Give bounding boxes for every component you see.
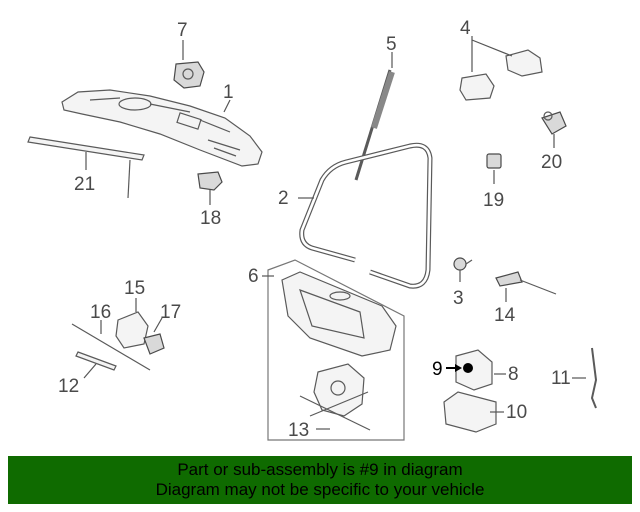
callout-12: 12 [58,376,79,397]
callout-7: 7 [177,20,188,41]
callout-2: 2 [278,188,289,209]
part-20-bolt [541,111,567,135]
part-17-clip [143,333,165,355]
callout-11: 11 [551,368,571,389]
callout-21: 21 [74,174,95,195]
callout-6: 6 [248,266,259,287]
callout-17: 17 [160,302,181,323]
callout-15: 15 [124,278,145,299]
banner-line-2: Diagram may not be specific to your vehi… [155,480,485,499]
part-7-hinge-bracket [173,61,205,89]
info-banner: Part or sub-assembly is #9 in diagram Di… [8,456,632,504]
callout-13: 13 [288,420,309,441]
part-1-liftgate [61,89,263,167]
part-19-nut [486,153,502,169]
part-9-highlighted [463,363,473,373]
callout-20: 20 [541,152,562,173]
part-5-lift-support [354,69,395,181]
callout-19: 19 [483,190,504,211]
callout-1: 1 [223,82,234,103]
part-2-weatherstrip [299,142,433,289]
part-14-release-cable [495,271,557,295]
callout-8: 8 [508,364,519,385]
callout-4: 4 [460,18,471,39]
part-18-bumper [197,171,223,191]
banner-line-1: Part or sub-assembly is #9 in diagram [177,460,463,479]
part-12-rod [75,351,117,371]
part-4-hinges [459,49,543,101]
part-15-actuator [115,311,149,349]
callout-10: 10 [506,402,527,423]
part-6-trim-panel-group [267,259,405,441]
part-11-rod [590,347,598,409]
parts-diagram: 1 7 21 18 5 2 4 20 [27,18,598,441]
callout-3: 3 [453,288,464,309]
callout-16: 16 [90,302,111,323]
part-3-screw [453,257,473,271]
part-10-bracket [443,391,497,433]
callout-5: 5 [386,34,397,55]
callout-18: 18 [200,208,221,229]
callout-14: 14 [494,305,516,326]
callout-9: 9 [432,359,443,380]
part-13-latch [299,363,371,431]
part-16-rod [71,323,151,371]
part-21-molding [27,136,145,161]
part-8-lock-actuator [455,349,493,391]
